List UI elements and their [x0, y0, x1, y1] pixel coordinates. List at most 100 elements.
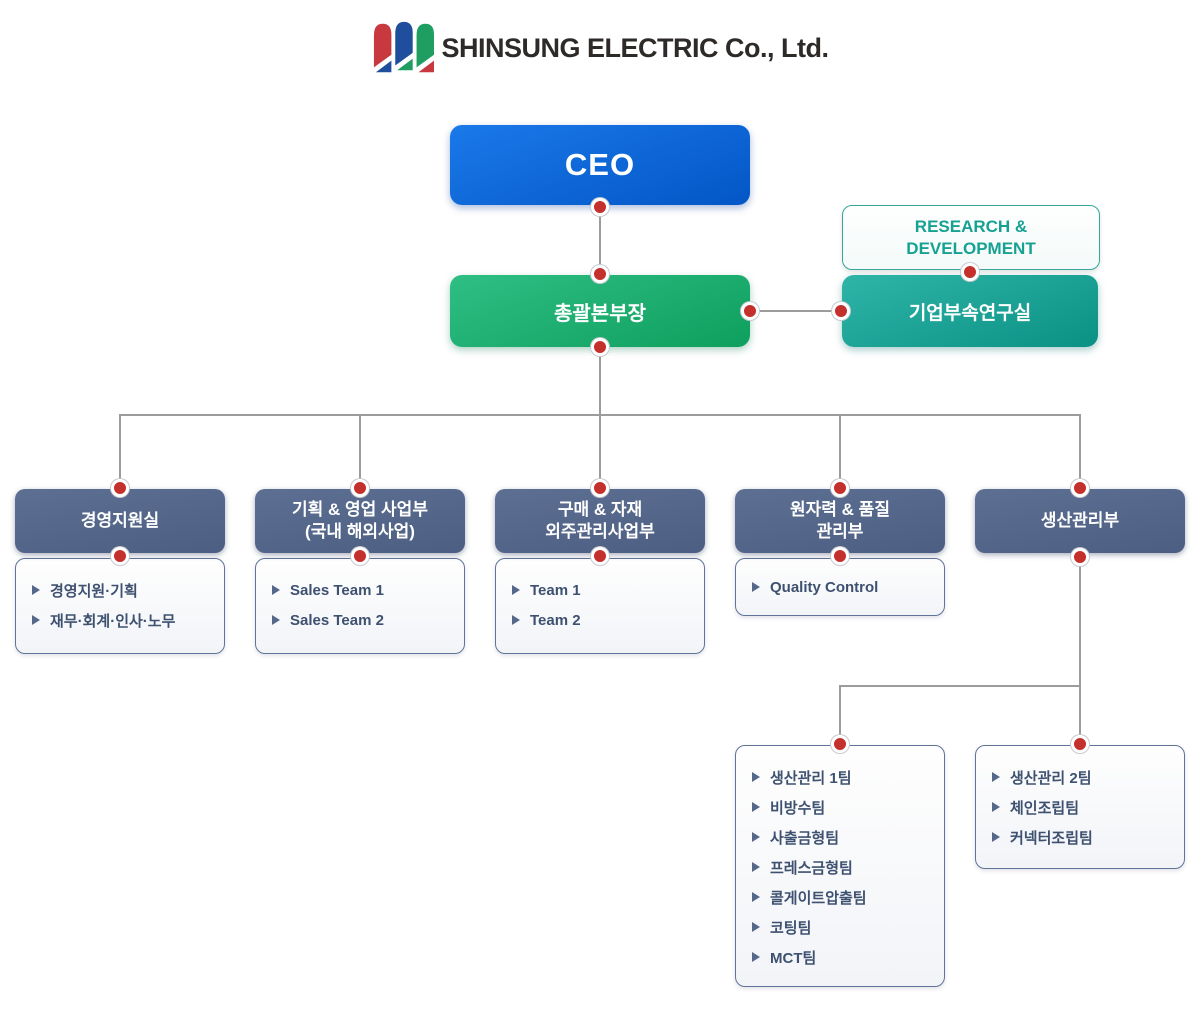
dept-label: 구매 & 자재 [557, 500, 643, 519]
triangle-bullet-icon [992, 802, 1000, 812]
production-team-box-1: 생산관리 1팀 비방수팀 사출금형팀 프레스금형팀 콜게이트압출팀 코팅팀 MC… [735, 745, 945, 987]
dept-box-nuclear-quality: 원자력 & 품질 관리부 [735, 489, 945, 553]
connector-dot [1071, 548, 1089, 566]
triangle-bullet-icon [752, 802, 760, 812]
list-item: 콜게이트압출팀 [736, 882, 944, 912]
connector-dot [831, 479, 849, 497]
connector-dot [591, 479, 609, 497]
connector-line [1079, 414, 1081, 489]
triangle-bullet-icon [512, 585, 520, 595]
list-item-label: Sales Team 2 [290, 611, 384, 629]
triangle-bullet-icon [272, 585, 280, 595]
connector-dot [111, 479, 129, 497]
list-item-label: MCT팀 [770, 949, 817, 967]
triangle-bullet-icon [752, 922, 760, 932]
connector-line [1079, 557, 1081, 745]
list-item: Team 2 [496, 605, 704, 635]
list-item: 재무·회계·인사·노무 [16, 605, 224, 635]
list-item-label: Team 2 [530, 611, 581, 629]
triangle-bullet-icon [752, 582, 760, 592]
dept-box-management-support: 경영지원실 [15, 489, 225, 553]
list-item-label: 비방수팀 [770, 799, 826, 817]
dept-label: 관리부 [816, 522, 864, 541]
list-item-label: 생산관리 2팀 [1010, 769, 1092, 787]
connector-dot [591, 547, 609, 565]
connector-line [750, 310, 842, 312]
list-item-label: Sales Team 1 [290, 581, 384, 599]
connector-dot [351, 479, 369, 497]
ceo-box: CEO [450, 125, 750, 205]
connector-dot [111, 547, 129, 565]
list-item-label: 사출금형팀 [770, 829, 840, 847]
dept-label: 경영지원실 [80, 511, 160, 530]
list-item-label: Team 1 [530, 581, 581, 599]
list-item: Team 1 [496, 575, 704, 605]
connector-line [359, 414, 361, 489]
connector-dot [1071, 735, 1089, 753]
dept-label: (국내 해외사업) [305, 522, 415, 541]
list-item-label: Quality Control [770, 578, 879, 596]
research-lab-label: 기업부속연구실 [908, 302, 1032, 324]
triangle-bullet-icon [752, 862, 760, 872]
connector-dot [961, 263, 979, 281]
list-item: 사출금형팀 [736, 822, 944, 852]
sublist-planning-sales: Sales Team 1 Sales Team 2 [255, 558, 465, 654]
list-item: Quality Control [736, 572, 944, 602]
list-item-label: 코팅팀 [770, 919, 812, 937]
research-lab-box: 기업부속연구실 [842, 275, 1098, 347]
list-item-label: 재무·회계·인사·노무 [50, 612, 176, 630]
list-item: Sales Team 1 [256, 575, 464, 605]
dept-box-purchasing-materials: 구매 & 자재 외주관리사업부 [495, 489, 705, 553]
rnd-label: RESEARCH & DEVELOPMENT [906, 216, 1036, 258]
list-item: 커넥터조립팀 [976, 822, 1184, 852]
list-item: 체인조립팀 [976, 792, 1184, 822]
list-item-label: 콜게이트압출팀 [770, 889, 867, 907]
connector-line [839, 685, 1081, 687]
list-item-label: 프레스금형팀 [770, 859, 853, 877]
list-item-label: 생산관리 1팀 [770, 769, 852, 787]
triangle-bullet-icon [752, 952, 760, 962]
connector-line [839, 414, 841, 489]
connector-dot [591, 198, 609, 216]
dept-box-planning-sales: 기획 & 영업 사업부 (국내 해외사업) [255, 489, 465, 553]
connector-dot [832, 302, 850, 320]
list-item-label: 경영지원·기획 [50, 582, 138, 600]
connector-dot [351, 547, 369, 565]
general-manager-label: 총괄본부장 [554, 302, 646, 325]
list-item: 비방수팀 [736, 792, 944, 822]
list-item: 생산관리 2팀 [976, 762, 1184, 792]
dept-box-production-management: 생산관리부 [975, 489, 1185, 553]
list-item: 경영지원·기획 [16, 575, 224, 605]
list-item-label: 커넥터조립팀 [1010, 829, 1093, 847]
connector-dot [831, 735, 849, 753]
list-item: Sales Team 2 [256, 605, 464, 635]
triangle-bullet-icon [32, 615, 40, 625]
ceo-label: CEO [564, 147, 636, 182]
connector-line [119, 414, 1081, 416]
general-manager-box: 총괄본부장 [450, 275, 750, 347]
triangle-bullet-icon [752, 892, 760, 902]
company-name: SHINSUNG ELECTRIC Co., Ltd. [441, 32, 830, 63]
triangle-bullet-icon [992, 832, 1000, 842]
connector-line [599, 347, 601, 489]
list-item: MCT팀 [736, 942, 944, 972]
logo-mark-icon [373, 21, 434, 73]
connector-line [119, 414, 121, 489]
connector-line [839, 685, 841, 745]
dept-label: 생산관리부 [1040, 511, 1120, 530]
connector-dot [741, 302, 759, 320]
dept-label: 외주관리사업부 [545, 522, 655, 541]
triangle-bullet-icon [512, 615, 520, 625]
triangle-bullet-icon [752, 772, 760, 782]
triangle-bullet-icon [752, 832, 760, 842]
list-item: 프레스금형팀 [736, 852, 944, 882]
list-item-label: 체인조립팀 [1010, 799, 1080, 817]
connector-dot [831, 547, 849, 565]
company-logo: SHINSUNG ELECTRIC Co., Ltd. [0, 20, 1200, 76]
connector-dot [1071, 479, 1089, 497]
production-team-box-2: 생산관리 2팀 체인조립팀 커넥터조립팀 [975, 745, 1185, 869]
dept-label: 원자력 & 품질 [790, 500, 890, 519]
sublist-purchasing-materials: Team 1 Team 2 [495, 558, 705, 654]
sublist-management-support: 경영지원·기획 재무·회계·인사·노무 [15, 558, 225, 654]
